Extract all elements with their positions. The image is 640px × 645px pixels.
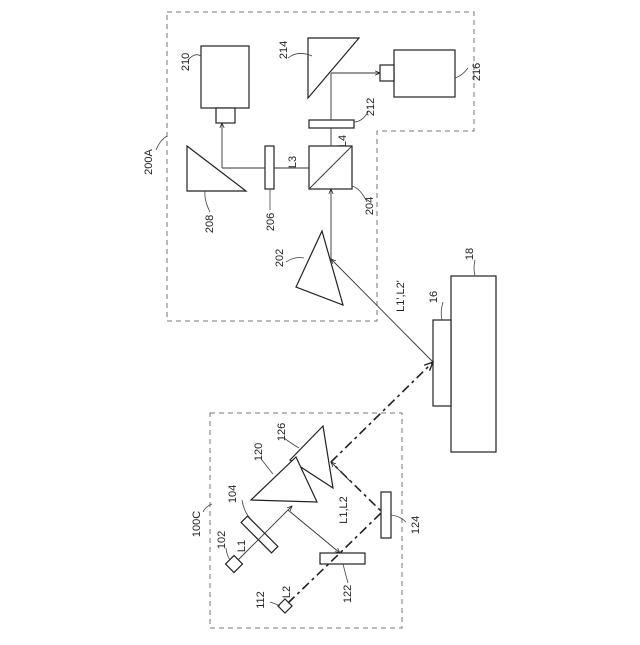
camera-216-lens — [380, 65, 394, 81]
label-216: 216 — [471, 63, 483, 81]
label-208: 208 — [204, 215, 216, 233]
prism-208 — [187, 146, 246, 191]
stage-18 — [451, 276, 496, 452]
label-210: 210 — [180, 53, 192, 71]
label-l4: L4 — [337, 135, 349, 147]
leader-18 — [474, 260, 475, 276]
beam-l1-down — [288, 510, 340, 553]
leader-16 — [441, 302, 443, 320]
label-112: 112 — [255, 591, 267, 609]
beam-arrow-into-126 — [331, 462, 352, 483]
leader-208 — [205, 191, 210, 212]
plate-212 — [309, 120, 354, 128]
label-l1l2: L1,L2 — [338, 496, 350, 524]
camera-216 — [394, 50, 455, 97]
leader-100c — [203, 504, 212, 512]
camera-210 — [201, 46, 249, 108]
leader-216 — [455, 68, 468, 78]
prism-214 — [308, 38, 359, 98]
mirror-122 — [320, 553, 365, 564]
label-120: 120 — [253, 443, 265, 461]
mirror-124 — [381, 492, 391, 538]
beam-combined-to-part — [331, 362, 433, 462]
label-l3: L3 — [287, 156, 299, 168]
label-204: 204 — [364, 197, 376, 215]
prism-202 — [296, 231, 343, 305]
label-18: 18 — [464, 248, 476, 260]
leader-200a — [156, 136, 167, 150]
label-200a: 200A — [143, 148, 155, 174]
leader-202 — [286, 258, 304, 263]
leader-124 — [391, 515, 406, 522]
plate-206 — [265, 146, 274, 189]
label-l1l2-prime: L1',L2' — [395, 280, 407, 312]
leader-122 — [343, 564, 348, 583]
label-214: 214 — [278, 41, 290, 59]
label-l1: L1 — [236, 540, 248, 552]
label-16: 16 — [428, 291, 440, 303]
leader-112 — [270, 602, 280, 606]
label-l2: L2 — [281, 586, 293, 598]
label-122: 122 — [342, 585, 354, 603]
label-104: 104 — [227, 485, 239, 503]
camera-210-lens — [216, 108, 235, 123]
label-102: 102 — [216, 531, 228, 549]
label-202: 202 — [274, 249, 286, 267]
label-124: 124 — [410, 516, 422, 534]
label-100c: 100C — [191, 511, 203, 537]
leader-104 — [242, 500, 250, 518]
part-16 — [433, 320, 451, 406]
beam-l1l2-prime — [331, 259, 433, 362]
label-212: 212 — [365, 98, 377, 116]
label-126: 126 — [276, 423, 288, 441]
label-206: 206 — [265, 213, 277, 231]
